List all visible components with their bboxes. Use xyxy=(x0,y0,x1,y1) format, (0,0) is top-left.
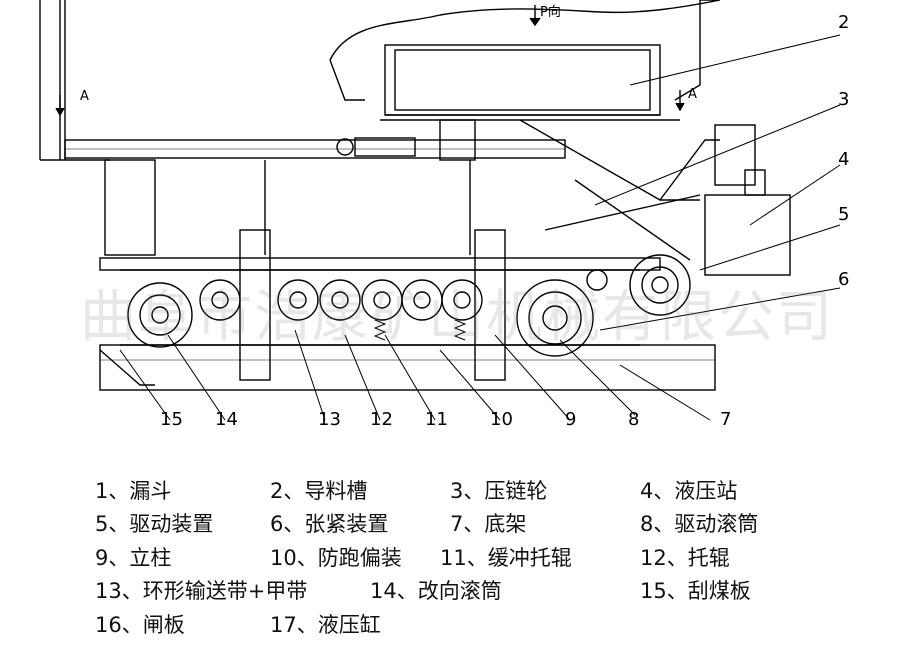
hydraulic-station xyxy=(704,124,791,276)
legend-item-6: 6、张紧装置 xyxy=(270,512,389,536)
feeder-assembly-drawing: P向 A A 2 3 4 5 6 7 8 9 10 11 12 13 14 15 xyxy=(39,0,849,430)
legend-item-3: 3、压链轮 xyxy=(450,479,548,503)
legend-item-15: 15、刮煤板 xyxy=(640,579,751,603)
chute-wall-outline xyxy=(329,0,721,101)
legend-item-13: 13、环形输送带+甲带 xyxy=(95,579,308,603)
upper-frame-beam xyxy=(64,119,566,161)
legend-item-10: 10、防跑偏装 xyxy=(270,546,402,570)
inclined-chute xyxy=(519,119,720,261)
drive-device xyxy=(586,254,691,316)
legend-item-11: 11、缓冲托辊 xyxy=(440,546,572,570)
legend-item-2: 2、导料槽 xyxy=(270,479,368,503)
callout-7: 7 xyxy=(720,409,731,430)
callout-6: 6 xyxy=(838,269,849,290)
legend-item-14: 14、改向滚筒 xyxy=(370,579,502,603)
guide-trough xyxy=(380,44,680,121)
section-marker-left xyxy=(55,95,65,117)
callout-12: 12 xyxy=(370,409,393,430)
callout-13: 13 xyxy=(318,409,341,430)
base-frame xyxy=(99,344,716,391)
callout-3: 3 xyxy=(838,89,849,110)
callout-11: 11 xyxy=(425,409,448,430)
callout-10: 10 xyxy=(490,409,513,430)
vertical-columns xyxy=(104,159,506,381)
callout-9: 9 xyxy=(565,409,576,430)
legend-item-17: 17、液压缸 xyxy=(270,613,381,637)
buffer-springs xyxy=(373,319,467,341)
section-label-right: A xyxy=(688,87,697,102)
leader-lines xyxy=(119,34,841,421)
legend-item-5: 5、驱动装置 xyxy=(95,512,214,536)
p-direction-arrow xyxy=(529,5,541,27)
legend-item-8: 8、驱动滚筒 xyxy=(640,512,759,536)
coal-scraper xyxy=(99,349,155,386)
bend-pulley xyxy=(127,282,193,348)
legend-item-1: 1、漏斗 xyxy=(95,479,172,503)
idler-rollers xyxy=(199,279,483,321)
legend-item-7: 7、底架 xyxy=(450,512,527,536)
conveyor-belt xyxy=(99,257,661,346)
legend-item-4: 4、液压站 xyxy=(640,479,738,503)
callout-14: 14 xyxy=(215,409,238,430)
callout-15: 15 xyxy=(160,409,183,430)
section-marker-right xyxy=(675,90,685,112)
legend-item-16: 16、闸板 xyxy=(95,613,185,637)
parts-legend: 1、漏斗 2、导料槽 3、压链轮 4、液压站 5、驱动装置 6、张紧装置 7、底… xyxy=(0,470,900,661)
left-support-post xyxy=(39,0,110,161)
legend-item-9: 9、立柱 xyxy=(95,546,172,570)
drive-drum xyxy=(516,279,594,357)
callout-8: 8 xyxy=(628,409,639,430)
callout-5: 5 xyxy=(838,204,849,225)
section-label-left: A xyxy=(80,89,89,104)
callout-2: 2 xyxy=(838,12,849,33)
callout-4: 4 xyxy=(838,149,849,170)
p-direction-label: P向 xyxy=(540,4,561,20)
legend-item-12: 12、托辊 xyxy=(640,546,730,570)
